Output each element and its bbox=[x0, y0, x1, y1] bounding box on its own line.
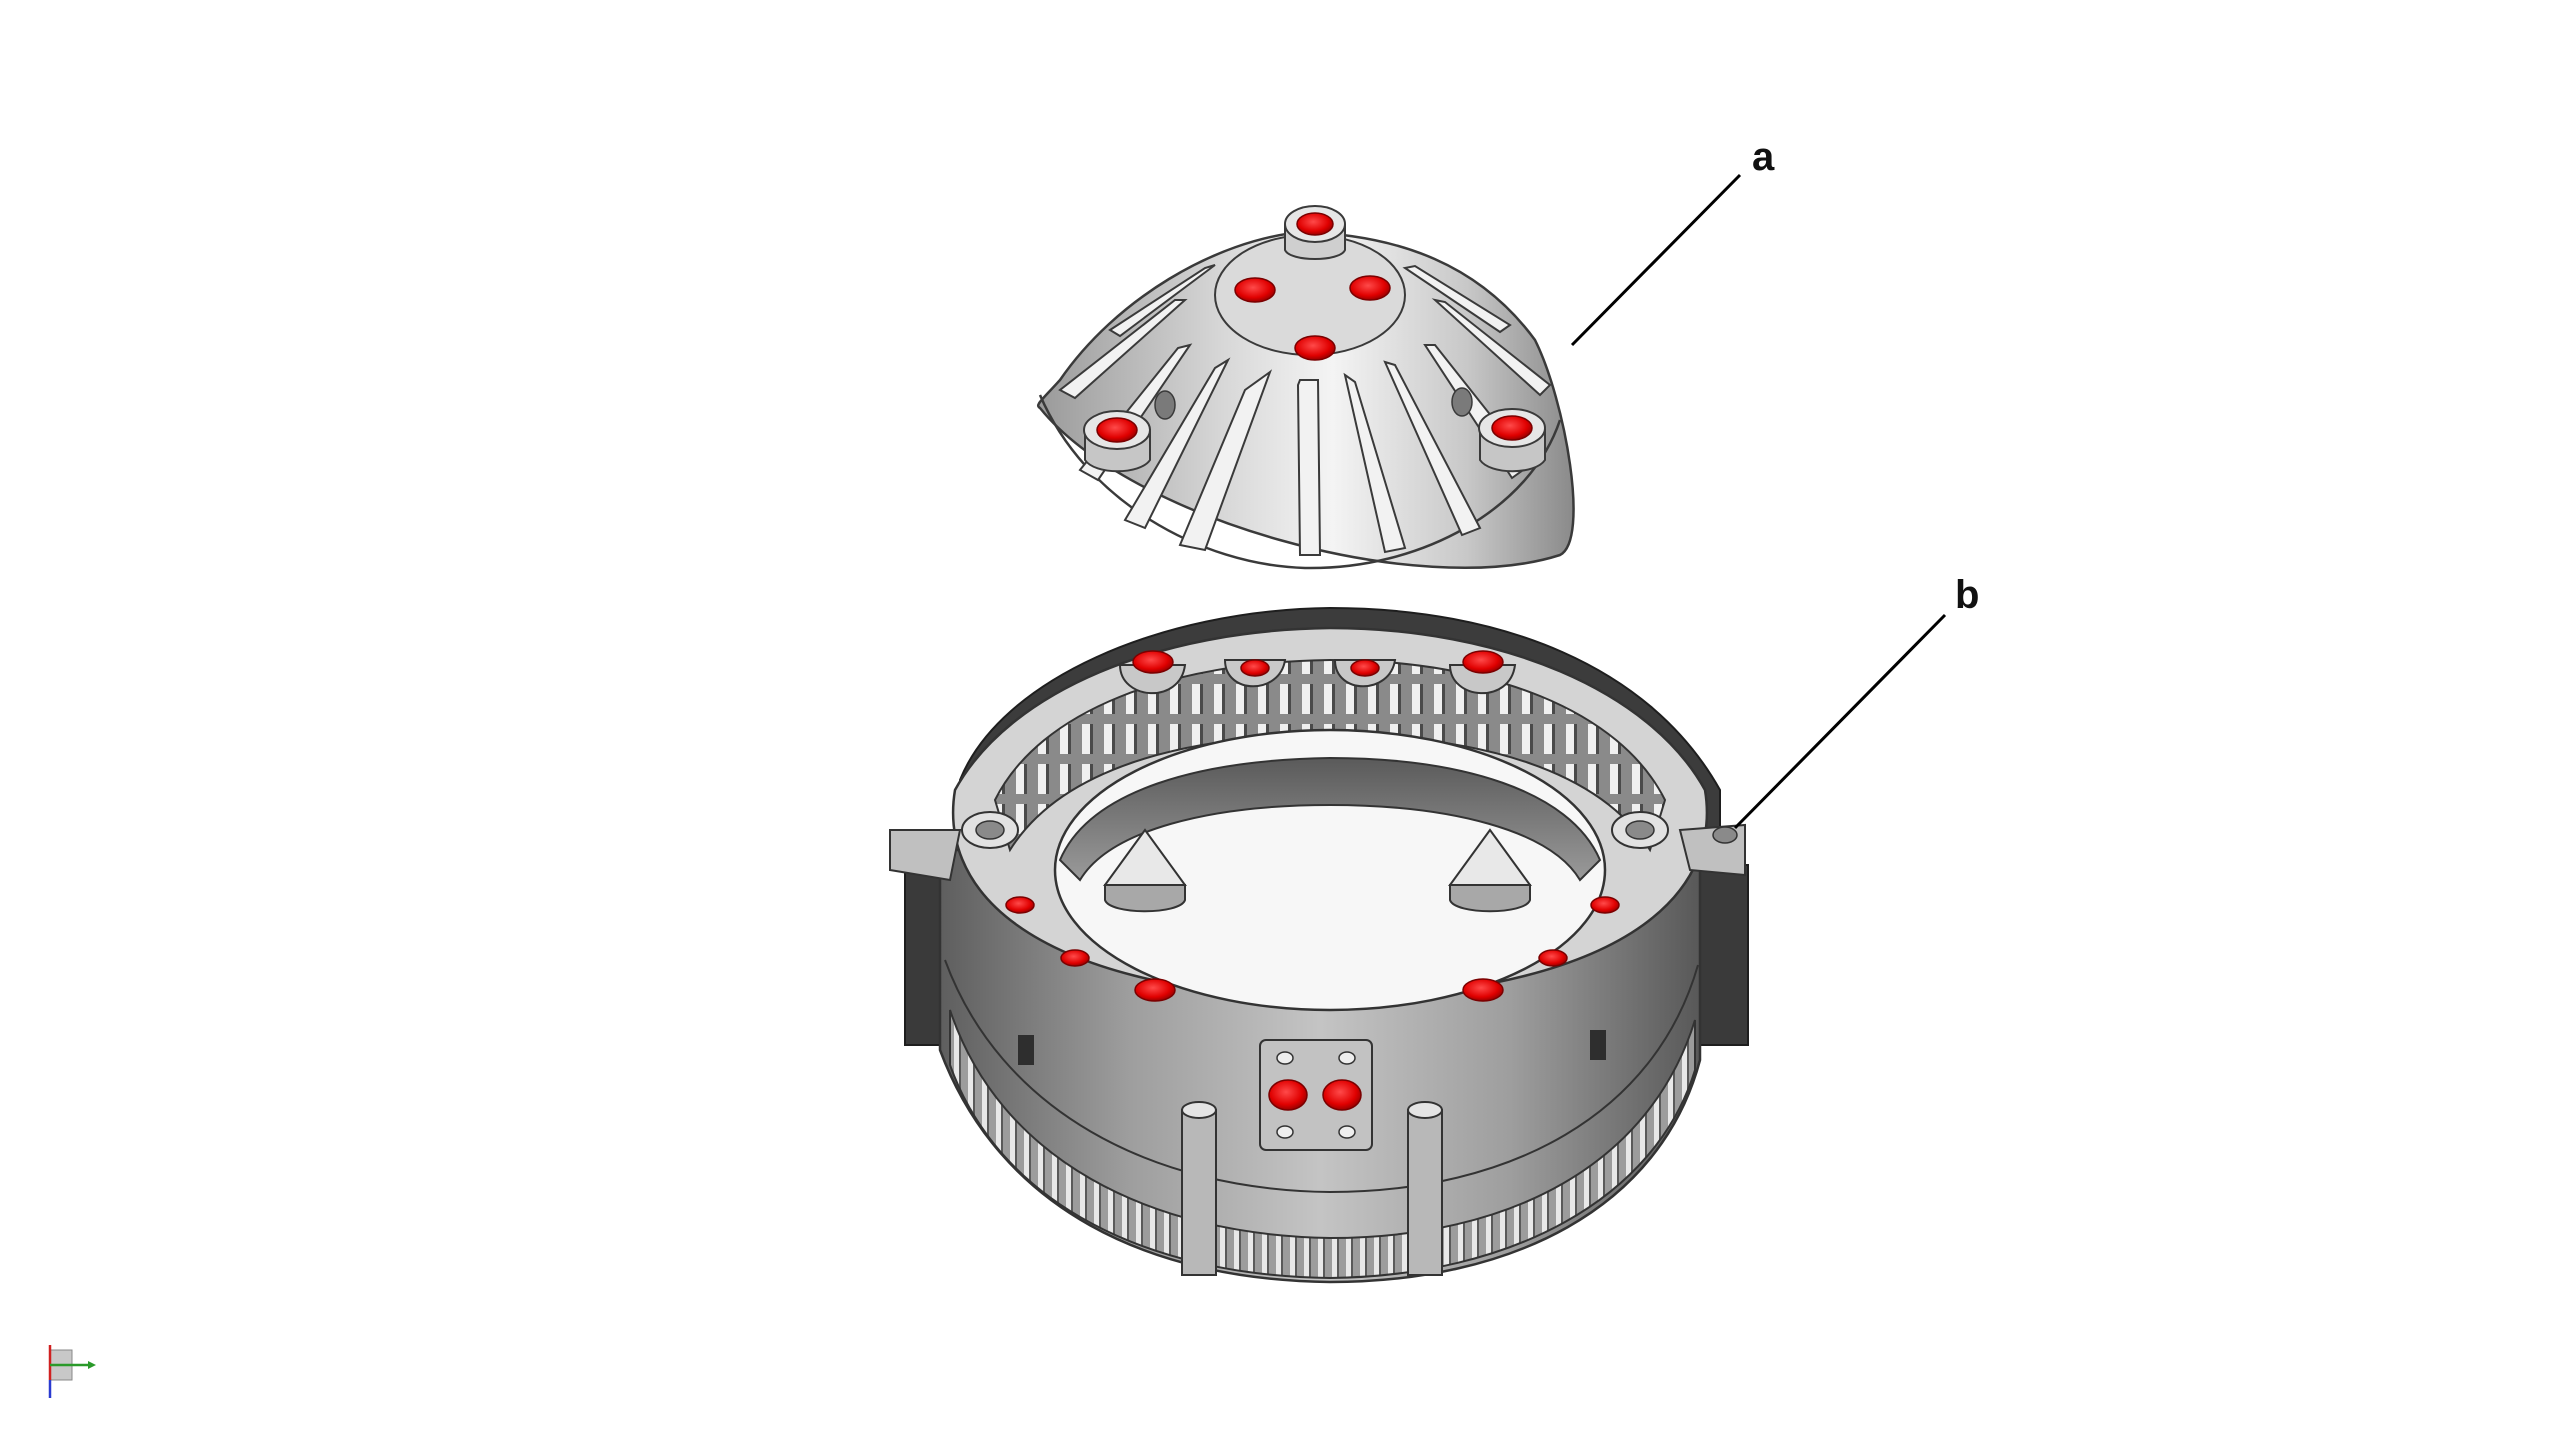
housing-front-connector-block bbox=[1259, 1039, 1373, 1151]
port-red-icon bbox=[1462, 650, 1504, 674]
callout-label-a: a bbox=[1752, 135, 1775, 179]
port-red-icon bbox=[1296, 212, 1334, 236]
housing-band-line bbox=[944, 959, 1699, 1194]
axis-triad-icon bbox=[48, 1345, 96, 1398]
housing-ribbed-band bbox=[949, 1009, 1696, 1280]
cap-red-ports bbox=[1096, 212, 1533, 443]
housing-side-cutout-right bbox=[1590, 1030, 1606, 1060]
leader-line-b bbox=[1733, 613, 1947, 830]
port-red-icon bbox=[1005, 896, 1035, 914]
port-red-icon bbox=[1240, 659, 1270, 677]
callout-b: b bbox=[1733, 573, 1979, 830]
port-red-icon bbox=[1538, 949, 1568, 967]
port-red-icon bbox=[1322, 1079, 1362, 1111]
cap-radial-grooves bbox=[1058, 264, 1552, 556]
port-red-icon bbox=[1134, 978, 1176, 1002]
housing-inner-cone-right bbox=[1448, 828, 1532, 913]
callout-label-b: b bbox=[1955, 573, 1979, 617]
housing-front-post-right bbox=[1407, 1101, 1443, 1276]
housing-mount-ear-right bbox=[1611, 811, 1746, 877]
housing-inner-cone-left bbox=[1103, 828, 1187, 913]
part-b-ring-housing bbox=[889, 606, 1749, 1284]
housing-mount-ear-left bbox=[889, 811, 1019, 882]
part-a-conical-cap bbox=[1037, 205, 1575, 570]
port-red-icon bbox=[1350, 659, 1380, 677]
port-red-icon bbox=[1132, 650, 1174, 674]
port-red-icon bbox=[1590, 896, 1620, 914]
port-red-icon bbox=[1294, 335, 1336, 361]
cap-bottom-rim bbox=[1038, 394, 1562, 570]
port-red-icon bbox=[1491, 415, 1533, 441]
port-red-icon bbox=[1462, 978, 1504, 1002]
housing-inner-slotted-wall bbox=[993, 658, 1667, 853]
port-red-icon bbox=[1234, 277, 1276, 303]
port-red-icon bbox=[1060, 949, 1090, 967]
port-red-icon bbox=[1096, 417, 1138, 443]
housing-side-cutout-left bbox=[1018, 1035, 1034, 1065]
leader-line-a bbox=[1570, 173, 1742, 347]
housing-right-flange-block bbox=[1699, 864, 1749, 1046]
housing-red-ports bbox=[1005, 650, 1620, 1002]
callout-a: a bbox=[1570, 135, 1775, 347]
port-red-icon bbox=[1349, 275, 1391, 301]
housing-front-post-left bbox=[1181, 1101, 1217, 1276]
housing-inner-bore bbox=[1058, 756, 1602, 882]
port-red-icon bbox=[1268, 1079, 1308, 1111]
